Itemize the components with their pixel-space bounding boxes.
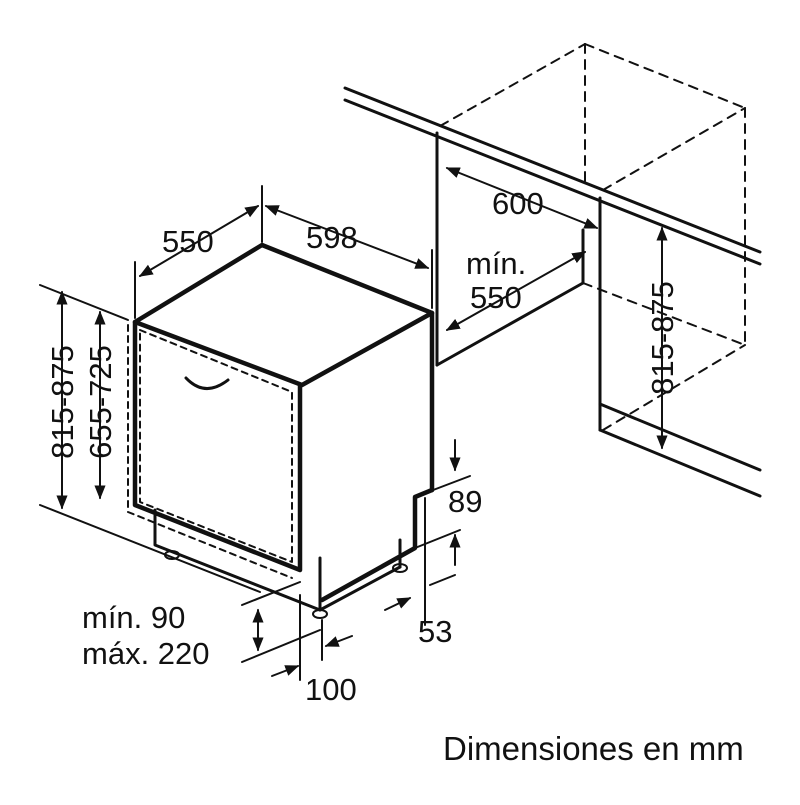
depth-label: 550 bbox=[162, 224, 214, 259]
foot-front bbox=[312, 609, 328, 619]
plinth-height-label-2: máx. 220 bbox=[82, 636, 210, 671]
height-front-label: 655-725 bbox=[83, 345, 118, 459]
foot-right bbox=[392, 563, 408, 573]
units-caption: Dimensiones en mm bbox=[443, 730, 744, 767]
door-handle bbox=[184, 376, 230, 390]
niche-depth-label-2: 550 bbox=[470, 280, 522, 315]
dimension-lines bbox=[39, 167, 668, 681]
plinth-offset-label: 100 bbox=[305, 672, 357, 707]
cabinet-niche bbox=[343, 43, 762, 498]
width-label: 598 bbox=[306, 220, 358, 255]
niche-width-label: 600 bbox=[492, 186, 544, 221]
niche-height-label: 815-875 bbox=[645, 281, 680, 395]
plinth-depth-label: 53 bbox=[418, 614, 452, 649]
dishwasher-body bbox=[127, 242, 435, 619]
plinth-height-label-1: mín. 90 bbox=[82, 600, 185, 635]
foot-height-label: 89 bbox=[448, 484, 482, 519]
niche-depth-label-1: mín. bbox=[466, 246, 526, 281]
height-outer-label: 815-875 bbox=[45, 345, 80, 459]
